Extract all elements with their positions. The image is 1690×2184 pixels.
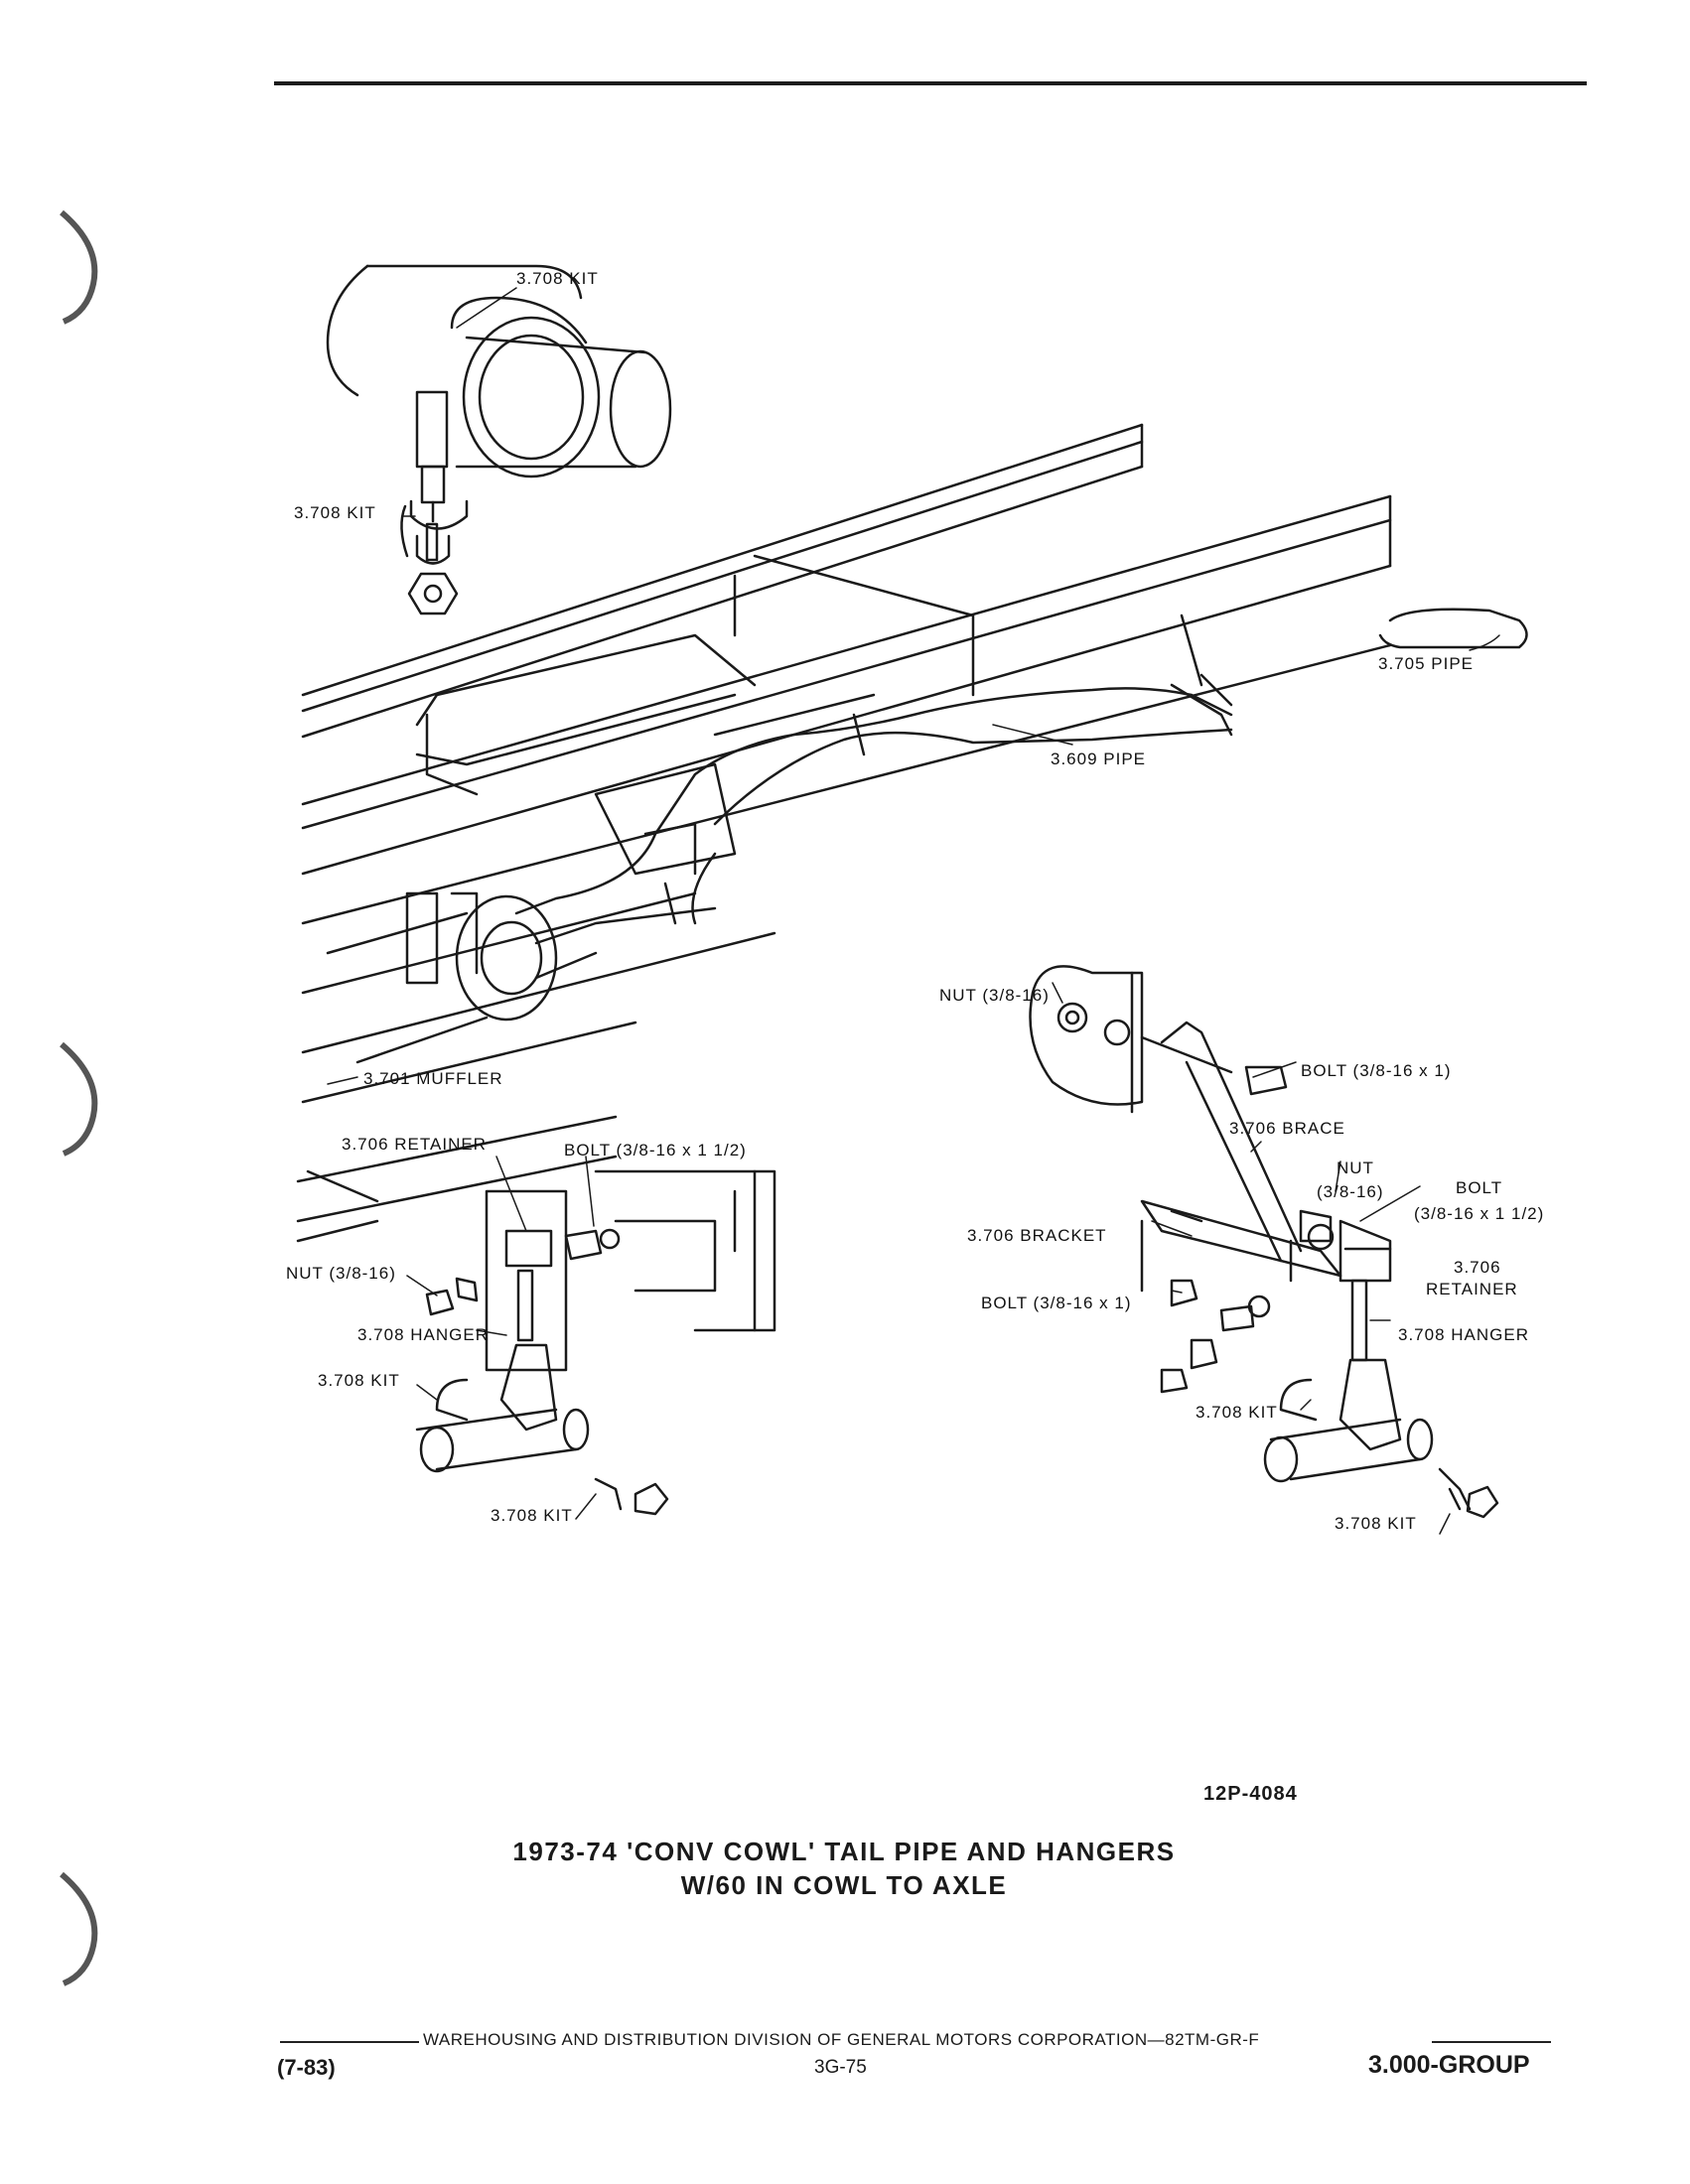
figure-caption-line1: 1973-74 'CONV COWL' TAIL PIPE AND HANGER… [512,1837,1176,1866]
label-kit-right-mid: 3.708 KIT [1196,1403,1278,1422]
callout-labels: 3.708 KIT 3.708 KIT 3.705 PIPE 3.609 PIP… [286,269,1544,1533]
footer-group: 3.000-GROUP [1368,2051,1530,2079]
label-kit-left-lower: 3.708 KIT [318,1371,400,1390]
label-kit-top: 3.708 KIT [516,269,599,288]
footer-rule-right [1432,2041,1551,2043]
label-pipe-3609: 3.609 PIPE [1051,750,1146,768]
label-nut-right-top: NUT (3/8-16) [939,986,1050,1005]
label-retainer-right-2: RETAINER [1426,1280,1518,1298]
label-retainer-right-1: 3.706 [1454,1258,1501,1277]
label-bracket: 3.706 BRACKET [967,1226,1107,1245]
leader-lines [327,287,1500,1535]
label-kit-left-bottom: 3.708 KIT [491,1506,573,1525]
binder-hole-bottom [60,1871,98,1986]
left-hanger-detail [296,1115,776,1516]
label-nut-left: NUT (3/8-16) [286,1264,396,1283]
exhaust-pipes [514,608,1528,925]
label-nut-right-mid-2: (3/8-16) [1317,1182,1384,1201]
footer-rule-left [280,2041,419,2043]
label-kit-left: 3.708 KIT [294,503,376,522]
label-bolt-left: BOLT (3/8-16 x 1 1/2) [564,1141,747,1160]
label-bolt-right-low: BOLT (3/8-16 x 1) [981,1294,1131,1312]
figure-number: 12P-4084 [1203,1783,1298,1805]
label-nut-right-mid-1: NUT [1337,1159,1374,1177]
label-kit-right-bottom: 3.708 KIT [1335,1514,1417,1533]
label-bolt-right-mid-2: (3/8-16 x 1 1/2) [1414,1204,1544,1223]
label-hanger-left: 3.708 HANGER [357,1325,489,1344]
binder-hole-middle [60,1041,98,1157]
label-brace: 3.706 BRACE [1229,1119,1345,1138]
figure-caption-line2: W/60 IN COWL TO AXLE [680,1870,1008,1900]
label-muffler: 3.701 MUFFLER [363,1069,503,1088]
label-bolt-right-top: BOLT (3/8-16 x 1) [1301,1061,1451,1080]
clamp-pipe-detail [326,264,672,615]
footer-page-number: 3G-75 [814,2057,867,2078]
vehicle-frame [301,423,1392,1104]
label-hanger-right: 3.708 HANGER [1398,1325,1529,1344]
binder-hole-top [60,209,98,325]
footer-date: (7-83) [277,2055,336,2080]
top-rule [274,81,1587,85]
label-retainer-left: 3.706 RETAINER [342,1135,487,1154]
muffler [326,894,717,1064]
label-bolt-right-mid-1: BOLT [1456,1178,1502,1197]
label-pipe-3705: 3.705 PIPE [1378,654,1474,673]
right-brace-detail [1029,965,1499,1519]
footer-publisher: WAREHOUSING AND DISTRIBUTION DIVISION OF… [423,2030,1260,2049]
